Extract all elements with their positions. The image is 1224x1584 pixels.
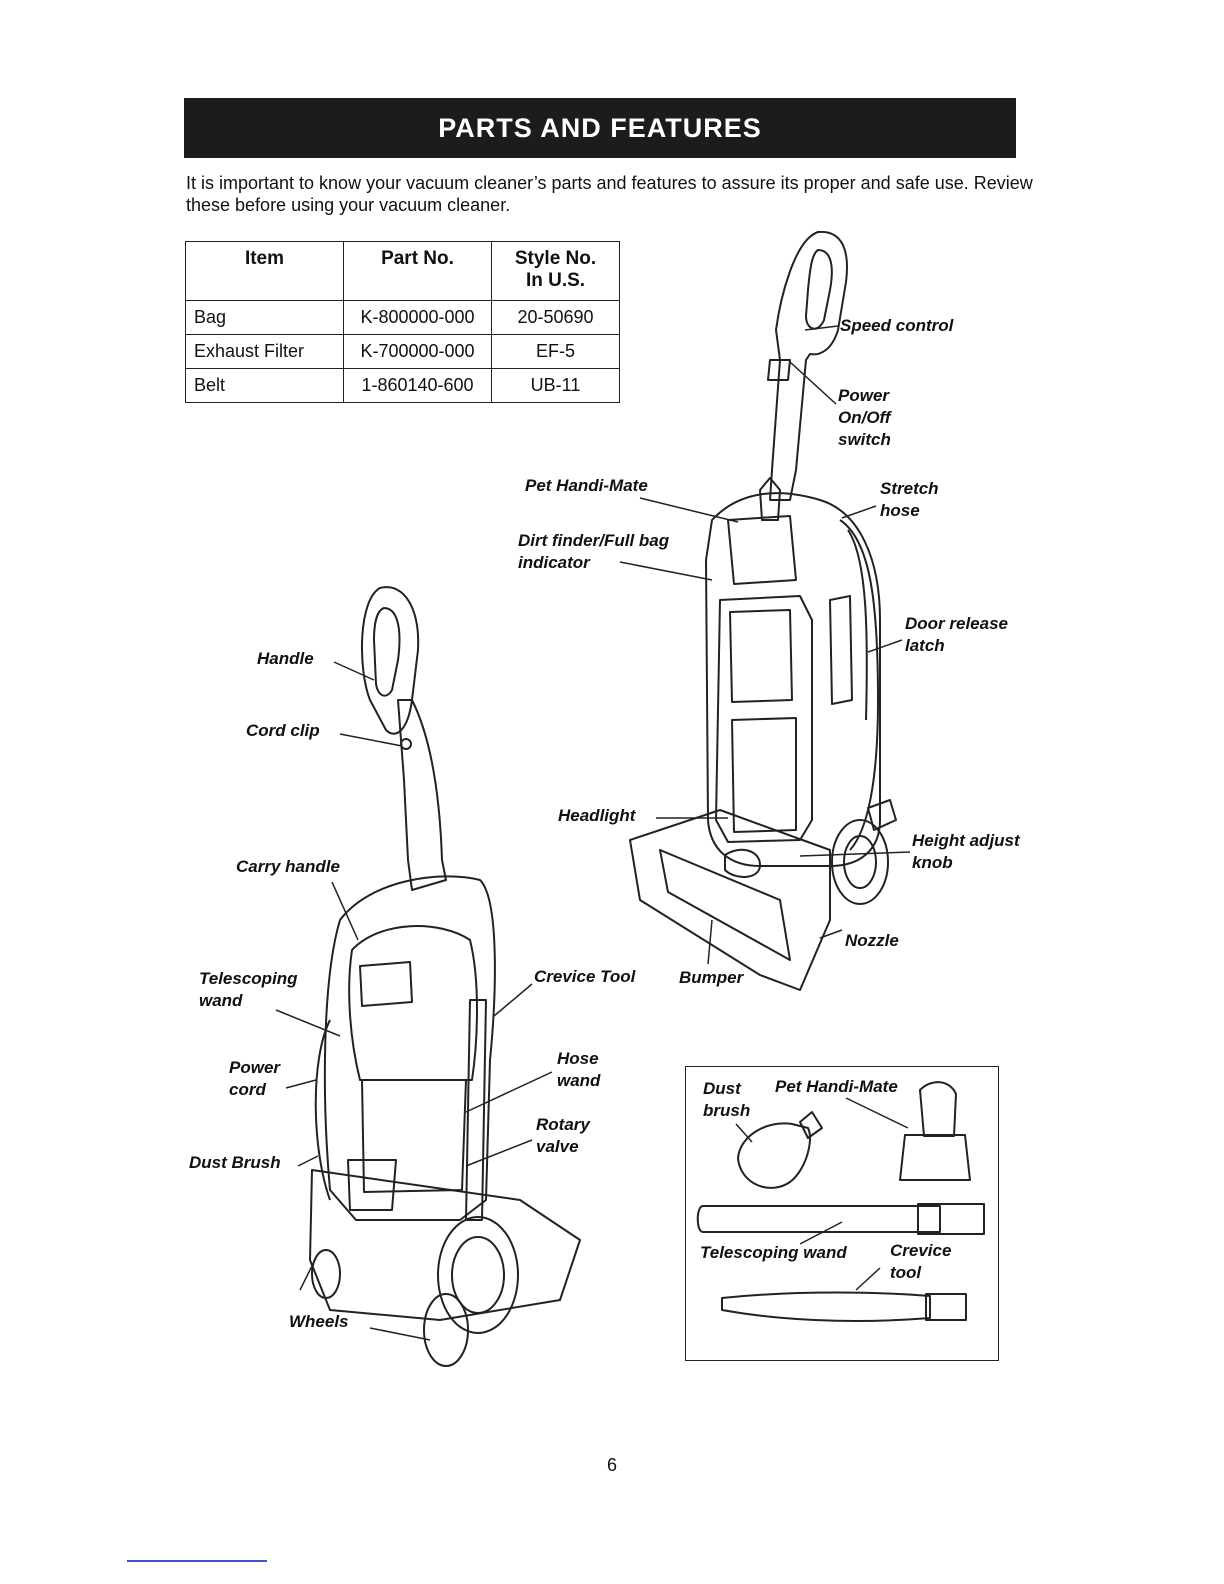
col-part-no: Part No. — [343, 241, 492, 301]
accessory-label-pet-handi-mate: Pet Handi-Mate — [775, 1077, 898, 1096]
label-dust-brush: Dust Brush — [189, 1153, 281, 1172]
accessory-label-crevice-tool: Crevice tool — [890, 1241, 952, 1282]
label-bumper: Bumper — [679, 968, 744, 987]
side-vacuum-illustration — [309, 586, 581, 1367]
label-telescoping-wand: Telescoping wand — [199, 969, 298, 1010]
accessory-label-dust-brush: Dust brush — [703, 1079, 751, 1120]
accessory-label-telescoping-wand: Telescoping wand — [700, 1243, 847, 1262]
col-style-no: Style No. In U.S. — [491, 241, 620, 301]
cell-part-no: K-700000-000 — [343, 334, 492, 369]
cell-style-no: UB-11 — [491, 368, 620, 403]
label-cord-clip: Cord clip — [246, 721, 320, 740]
cell-item: Belt — [185, 368, 344, 403]
cell-style-no: 20-50690 — [491, 300, 620, 335]
label-stretch-hose: Stretch hose — [880, 479, 939, 520]
accessory-illustrations — [696, 1081, 985, 1322]
label-hose-wand: Hose wand — [557, 1049, 601, 1090]
accessories-box — [685, 1066, 999, 1361]
cell-item: Bag — [185, 300, 344, 335]
intro-paragraph: It is important to know your vacuum clea… — [186, 173, 1033, 215]
label-crevice-tool: Crevice Tool — [534, 967, 636, 986]
table-header-row: Item Part No. Style No. In U.S. — [185, 241, 620, 301]
section-banner: PARTS AND FEATURES — [184, 98, 1016, 158]
label-handle: Handle — [257, 649, 314, 668]
cell-part-no: 1-860140-600 — [343, 368, 492, 403]
label-wheels: Wheels — [289, 1312, 349, 1331]
label-pet-handi-mate: Pet Handi-Mate — [525, 476, 648, 495]
label-rotary-valve: Rotary valve — [536, 1115, 590, 1156]
label-headlight: Headlight — [558, 806, 636, 825]
cell-item: Exhaust Filter — [185, 334, 344, 369]
table-row: Belt 1-860140-600 UB-11 — [185, 368, 620, 403]
label-door-release: Door release latch — [905, 614, 1008, 655]
label-dirt-finder: Dirt finder/Full bag indicator — [518, 531, 670, 572]
page-number: 6 — [606, 1455, 617, 1475]
label-height-adjust: Height adjust knob — [912, 831, 1020, 872]
label-speed-control: Speed control — [840, 316, 954, 335]
table-row: Bag K-800000-000 20-50690 — [185, 300, 620, 335]
front-vacuum-illustration — [629, 230, 897, 991]
label-power-switch: Power On/Off switch — [838, 386, 891, 449]
label-power-cord: Power cord — [229, 1058, 281, 1099]
table-row: Exhaust Filter K-700000-000 EF-5 — [185, 334, 620, 369]
label-nozzle: Nozzle — [845, 931, 899, 950]
parts-table: Item Part No. Style No. In U.S. Bag K-80… — [185, 241, 620, 403]
page-title: PARTS AND FEATURES — [438, 112, 762, 143]
label-carry-handle: Carry handle — [236, 857, 340, 876]
footer-rule — [127, 1560, 267, 1562]
cell-style-no: EF-5 — [491, 334, 620, 369]
